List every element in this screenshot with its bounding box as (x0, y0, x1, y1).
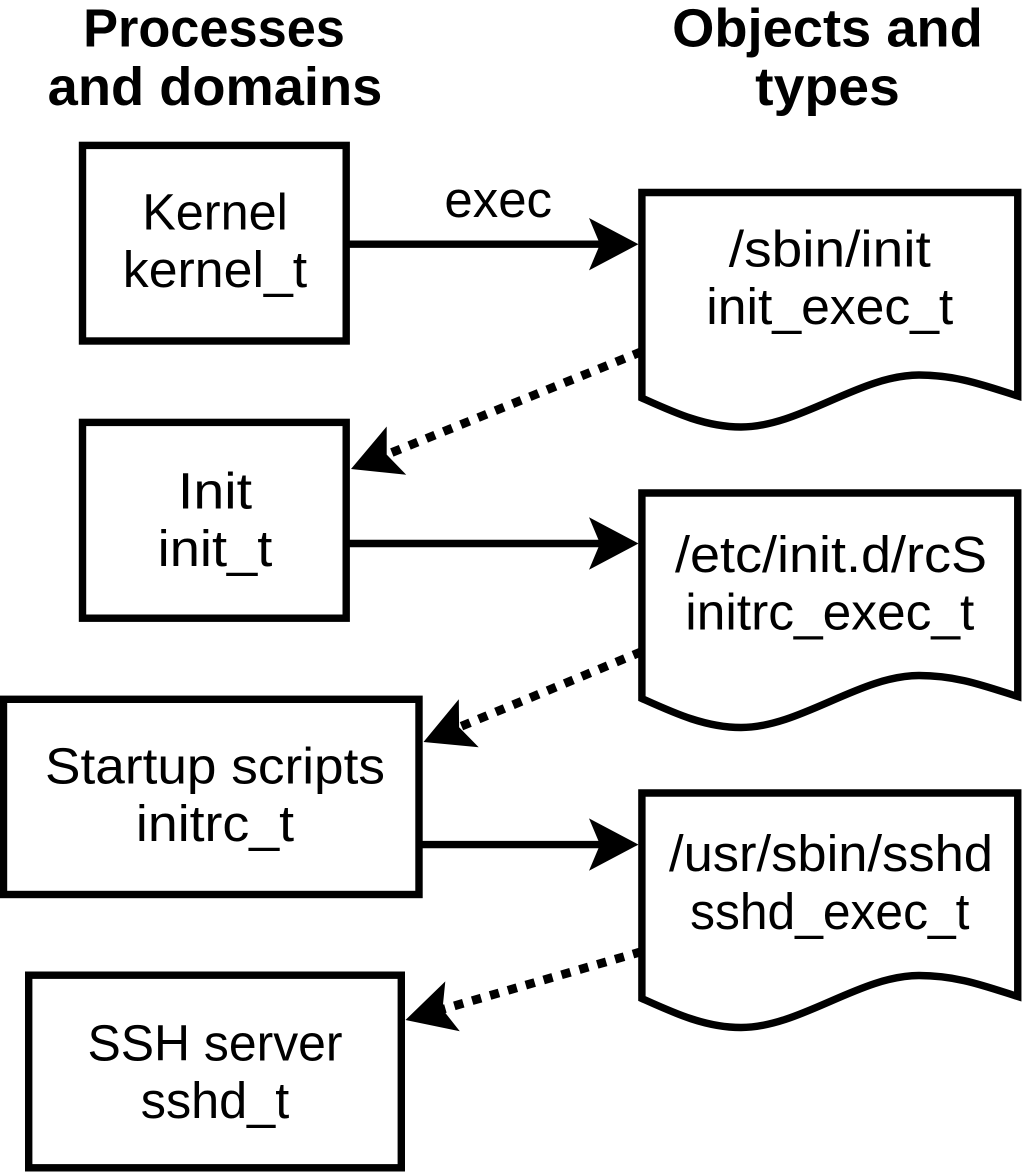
svg-text:exec: exec (444, 171, 552, 228)
svg-text:Objects and: Objects and (672, 0, 983, 59)
svg-text:/etc/init.d/rcS: /etc/init.d/rcS (675, 526, 987, 583)
svg-text:and domains: and domains (48, 58, 383, 117)
svg-text:Kernel: Kernel (142, 184, 288, 241)
svg-text:init_exec_t: init_exec_t (706, 278, 953, 335)
svg-text:initrc_t: initrc_t (136, 795, 294, 852)
svg-text:sshd_t: sshd_t (141, 1072, 289, 1129)
svg-text:/usr/sbin/sshd: /usr/sbin/sshd (669, 825, 993, 882)
svg-text:initrc_exec_t: initrc_exec_t (685, 584, 974, 641)
svg-text:types: types (755, 58, 900, 117)
svg-text:sshd_exec_t: sshd_exec_t (690, 883, 969, 940)
svg-text:SSH server: SSH server (87, 1015, 342, 1072)
svg-text:/sbin/init: /sbin/init (729, 220, 931, 277)
svg-text:Init: Init (178, 462, 252, 519)
svg-text:Startup scripts: Startup scripts (45, 738, 385, 795)
svg-text:kernel_t: kernel_t (123, 241, 307, 298)
svg-text:init_t: init_t (158, 520, 273, 577)
svg-text:Processes: Processes (83, 0, 345, 59)
